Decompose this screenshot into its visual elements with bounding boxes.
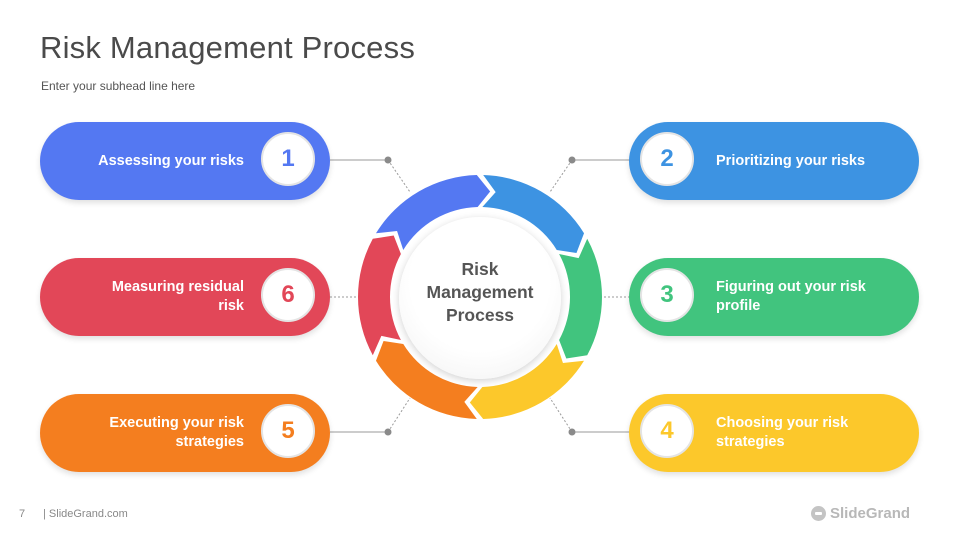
ring-segment-6 bbox=[357, 235, 401, 356]
footer-site-link[interactable]: | SlideGrand.com bbox=[43, 508, 128, 520]
step-number-4: 4 bbox=[640, 404, 694, 458]
step-pill-2: 2 Prioritizing your risks bbox=[629, 122, 919, 200]
step-label-5: Executing your risk strategies bbox=[109, 415, 244, 450]
center-label-line-3: Process bbox=[445, 305, 515, 325]
step-pill-5: Executing your risk strategies 5 bbox=[40, 394, 330, 472]
connector-dot-1 bbox=[384, 156, 392, 164]
page-number: 7 bbox=[19, 508, 26, 520]
step-pill-3: 3 Figuring out your risk profile bbox=[629, 258, 919, 336]
connector-2-diag bbox=[549, 159, 573, 193]
step-label-1: Assessing your risks bbox=[98, 152, 244, 169]
page-subtitle: Enter your subhead line here bbox=[41, 79, 196, 93]
step-number-3: 3 bbox=[640, 268, 694, 322]
step-number-2: 2 bbox=[640, 132, 694, 186]
ring-segment-3 bbox=[559, 238, 603, 359]
step-pill-6: Measuring residual risk 6 bbox=[40, 258, 330, 336]
logo-icon bbox=[811, 506, 826, 521]
ring-segment-2 bbox=[482, 175, 585, 254]
cycle-ring bbox=[357, 175, 603, 419]
step-number-6: 6 bbox=[261, 268, 315, 322]
brand-logo: SlideGrand bbox=[811, 505, 910, 522]
step-number-1: 1 bbox=[261, 132, 315, 186]
center-circle bbox=[399, 217, 561, 379]
ring-segment-4 bbox=[469, 344, 585, 419]
step-pill-1: Assessing your risks 1 bbox=[40, 122, 330, 200]
step-label-2: Prioritizing your risks bbox=[716, 152, 866, 169]
center-label: Risk Management Process bbox=[399, 258, 561, 327]
connector-5-diag bbox=[387, 397, 411, 433]
ring-segment-5 bbox=[375, 340, 478, 419]
connector-4-diag bbox=[549, 397, 573, 433]
page-title: Risk Management Process bbox=[40, 30, 416, 65]
step-label-3: Figuring out your risk profile bbox=[716, 279, 866, 314]
center-label-line-1: Risk bbox=[461, 259, 499, 279]
connector-dot-4 bbox=[568, 428, 576, 436]
step-label-4: Choosing your risk strategies bbox=[716, 415, 849, 450]
step-pill-4: 4 Choosing your risk strategies bbox=[629, 394, 919, 472]
step-number-5: 5 bbox=[261, 404, 315, 458]
ring-segment-1 bbox=[375, 175, 491, 250]
center-label-line-2: Management bbox=[426, 282, 534, 302]
logo-text: SlideGrand bbox=[830, 505, 911, 522]
step-label-6: Measuring residual risk bbox=[111, 279, 244, 314]
connector-dot-2 bbox=[568, 156, 576, 164]
connector-1-diag bbox=[387, 159, 411, 193]
connector-dot-5 bbox=[384, 428, 392, 436]
